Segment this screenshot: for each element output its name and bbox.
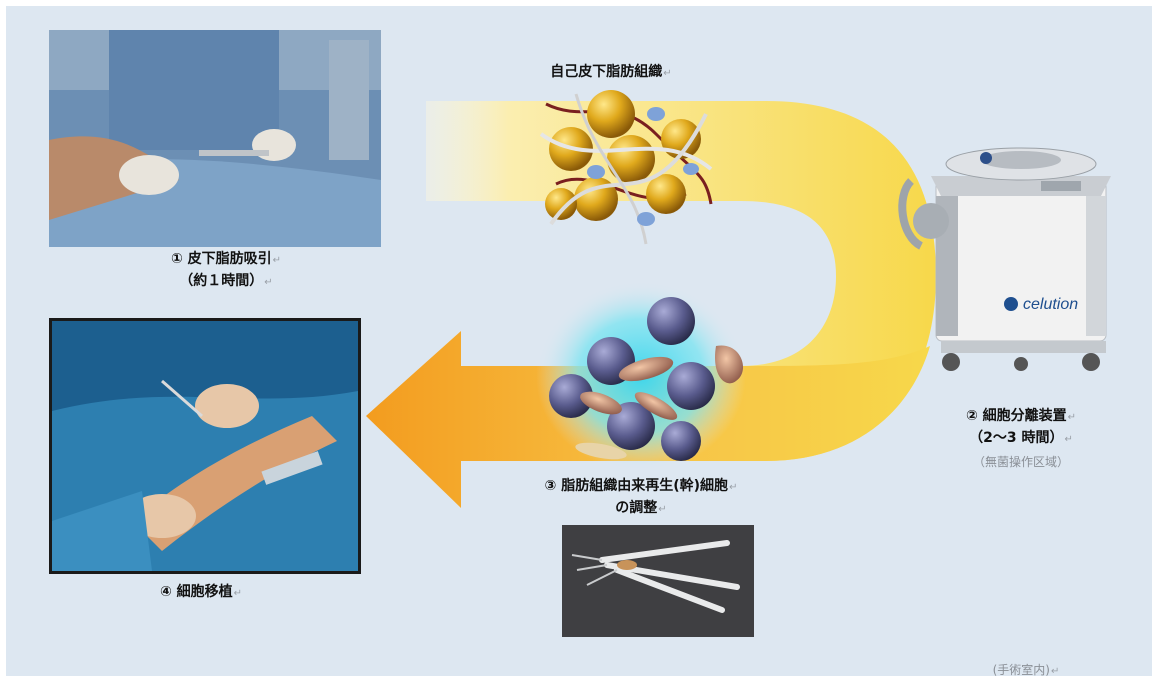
step3-label: ③ 脂肪組織由来再生(幹)細胞↵ の調整↵ (544, 478, 738, 516)
step2-note: （無菌操作区域） (972, 455, 1069, 469)
cell-separation-device: celution (898, 147, 1111, 371)
footer-note: (手術室内)↵ (992, 663, 1060, 676)
syringes-photo (562, 525, 754, 637)
liposuction-photo (49, 30, 381, 247)
tissue-label: 自己皮下脂肪組織↵ (550, 64, 672, 80)
step1-label: ① 皮下脂肪吸引↵ （約１時間）↵ (170, 251, 282, 289)
celution-logo-icon (1004, 297, 1018, 311)
adipose-tissue-illustration (539, 90, 713, 245)
diagram-canvas: ① 皮下脂肪吸引↵ （約１時間）↵ 自己皮下脂肪組織↵ (6, 6, 1152, 676)
transplant-photo (49, 318, 361, 574)
step2-label: ② 細胞分離装置↵ （2～3 時間）↵ (965, 408, 1077, 446)
svg-text:celution: celution (1023, 296, 1078, 313)
step4-label: ④ 細胞移植↵ (159, 584, 243, 600)
stem-cell-cluster-illustration (549, 297, 744, 461)
